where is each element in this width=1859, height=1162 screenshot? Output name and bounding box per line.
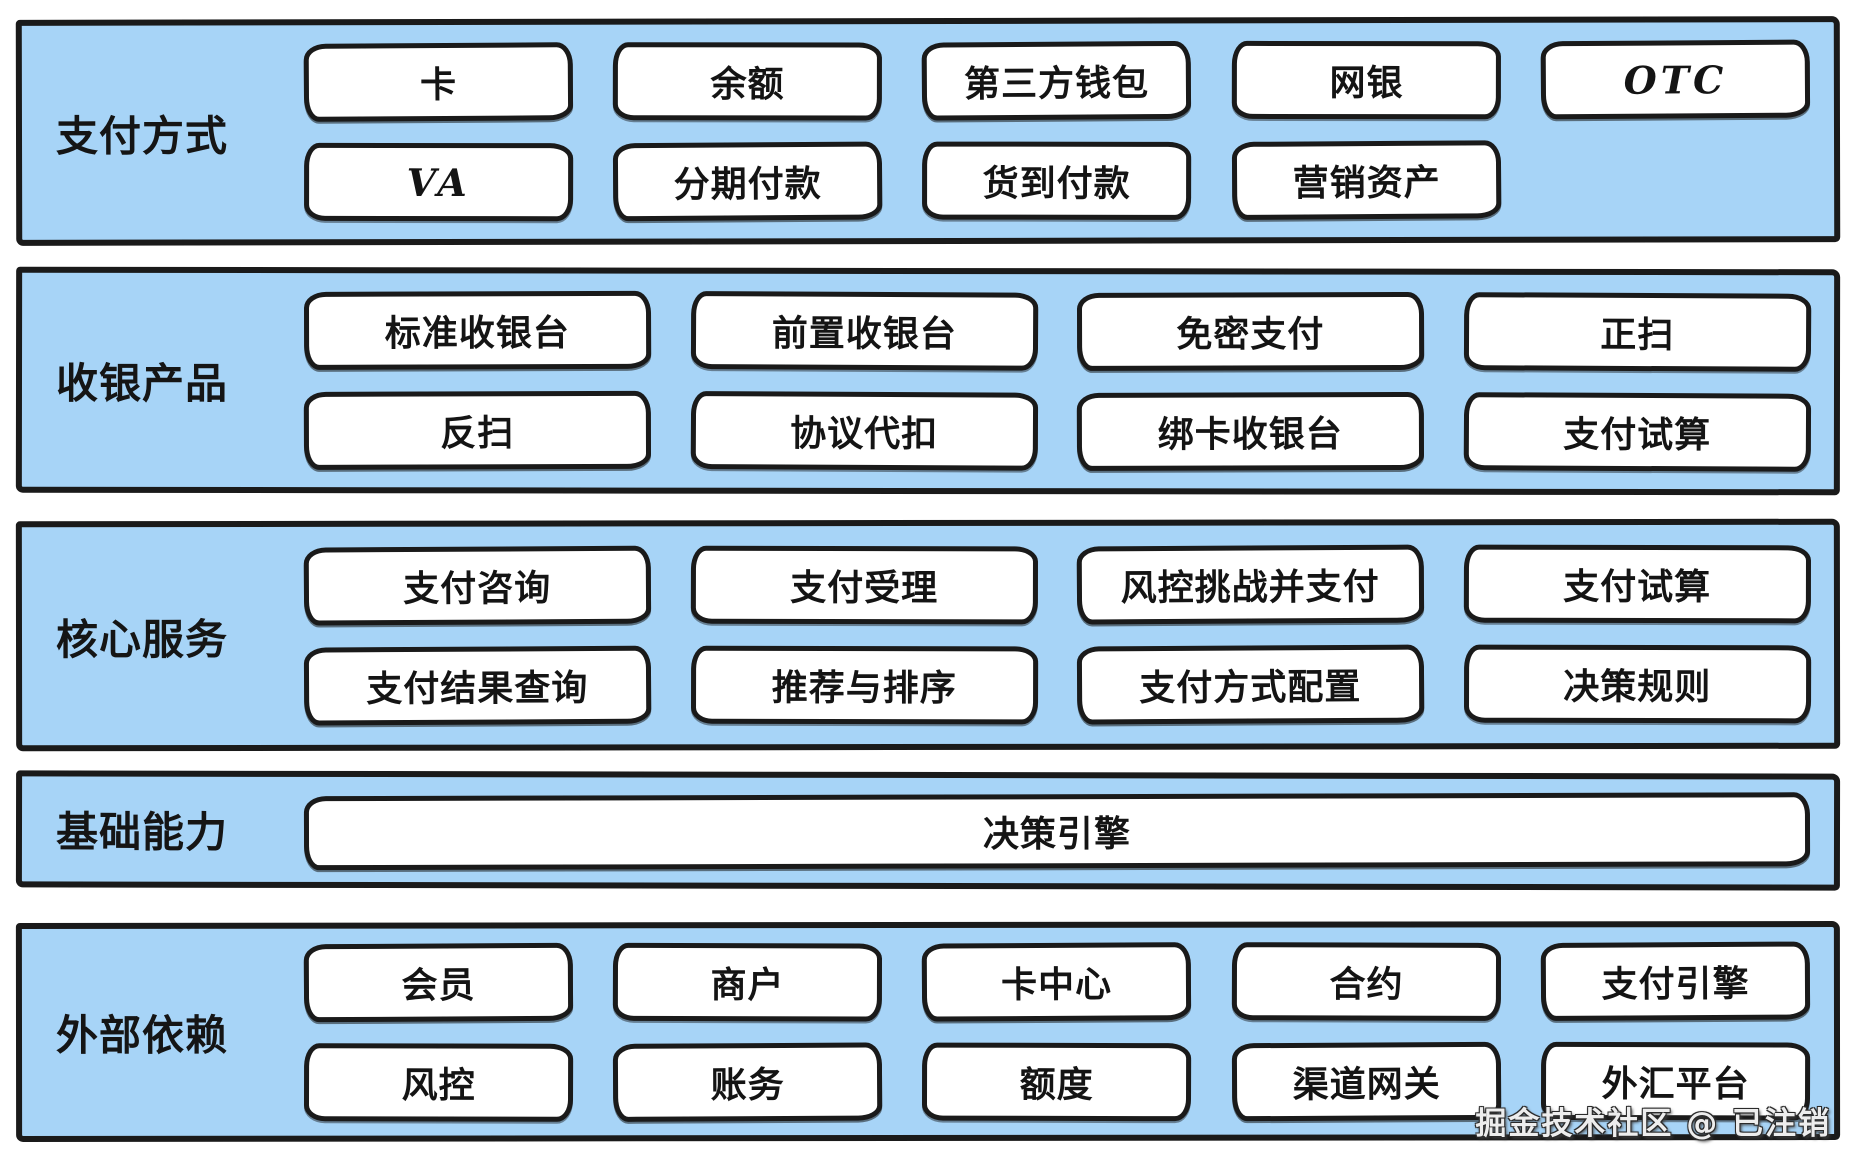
diagram-node: 账务 — [613, 1041, 883, 1122]
diagram-node: 正扫 — [1463, 292, 1811, 372]
band-label: 核心服务 — [55, 614, 229, 664]
diagram-node: 额度 — [922, 1042, 1192, 1121]
diagram-node: 网银 — [1231, 40, 1501, 120]
diagram-node: 营销资产 — [1231, 140, 1502, 220]
diagram-node: 支付引擎 — [1540, 940, 1811, 1021]
diagram-node: 决策规则 — [1463, 644, 1811, 724]
diagram-node: 第三方钱包 — [922, 40, 1192, 121]
diagram-node: 决策引擎 — [303, 791, 1811, 870]
diagram-node: 卡中心 — [922, 941, 1192, 1022]
diagram-node: OTC — [1540, 39, 1811, 120]
band-payment-methods: 支付方式 卡 余额 第三方钱包 网银 OTC VA 分期付款 货到付款 营销资产 — [15, 16, 1841, 246]
band-label: 收银产品 — [55, 358, 229, 408]
diagram-node: 绑卡收银台 — [1076, 391, 1424, 471]
diagram-node: 风控挑战并支付 — [1076, 544, 1424, 625]
band-content: 标准收银台 前置收银台 免密支付 正扫 反扫 协议代扣 绑卡收银台 支付试算 — [303, 273, 1834, 489]
diagram-node: 支付试算 — [1463, 544, 1811, 624]
diagram-node: VA — [304, 142, 574, 222]
diagram-node: 货到付款 — [922, 141, 1192, 220]
band-core-services: 核心服务 支付咨询 支付受理 风控挑战并支付 支付试算 支付结果查询 推荐与排序… — [15, 518, 1841, 752]
diagram-node: 支付受理 — [690, 545, 1038, 625]
band-label: 基础能力 — [55, 807, 229, 857]
diagram-node: 渠道网关 — [1231, 1041, 1502, 1121]
band-label: 外部依赖 — [55, 1010, 229, 1060]
diagram-node: 标准收银台 — [303, 290, 651, 370]
diagram-node: 商户 — [613, 942, 883, 1022]
diagram-node: 支付试算 — [1463, 392, 1811, 472]
diagram-node: 分期付款 — [613, 141, 883, 222]
band-label: 支付方式 — [55, 110, 229, 161]
diagram-node: 支付方式配置 — [1076, 644, 1424, 725]
diagram-node: 反扫 — [303, 390, 651, 470]
diagram-node: 推荐与排序 — [690, 645, 1038, 725]
diagram-node: 支付结果查询 — [303, 645, 651, 726]
diagram-node: 风控 — [303, 1042, 574, 1122]
band-content: 卡 余额 第三方钱包 网银 OTC VA 分期付款 货到付款 营销资产 — [303, 22, 1834, 239]
band-content: 决策引擎 — [303, 777, 1834, 885]
diagram-node: 卡 — [303, 42, 574, 122]
diagram-node: 会员 — [303, 942, 574, 1022]
diagram-node: 前置收银台 — [690, 291, 1038, 371]
diagram-node: 协议代扣 — [690, 391, 1038, 471]
band-base-capabilities: 基础能力 决策引擎 — [15, 770, 1841, 891]
watermark-text: 掘金技术社区 @ 已注销 — [1475, 1106, 1831, 1142]
diagram-node: 余额 — [613, 42, 883, 121]
band-checkout-products: 收银产品 标准收银台 前置收银台 免密支付 正扫 反扫 协议代扣 绑卡收银台 支… — [15, 266, 1841, 496]
diagram-node: 免密支付 — [1076, 291, 1424, 371]
band-content: 支付咨询 支付受理 风控挑战并支付 支付试算 支付结果查询 推荐与排序 支付方式… — [303, 525, 1834, 745]
diagram-node: 合约 — [1231, 941, 1501, 1021]
diagram-node: 支付咨询 — [303, 545, 651, 626]
